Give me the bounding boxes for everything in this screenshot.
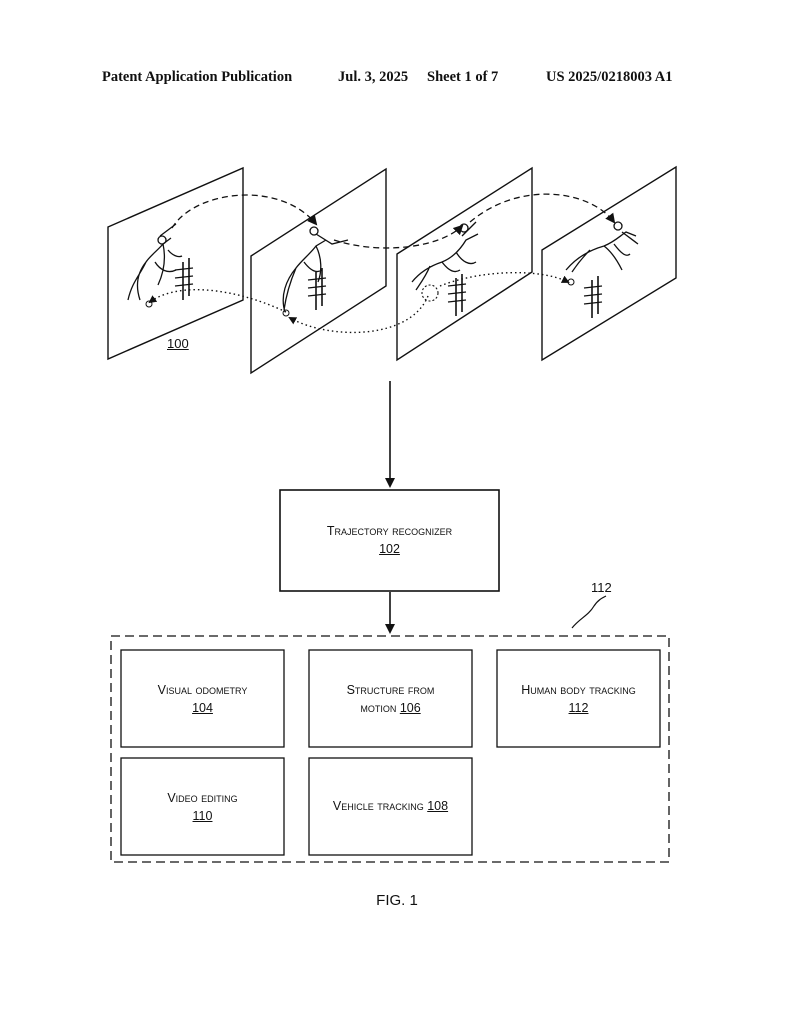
structure-from-motion-title-line2: motion [360,701,397,715]
hoof-trajectory-arc-2 [288,295,429,334]
video-editing-ref: 110 [192,809,213,823]
trajectory-recognizer-ref: 102 [379,542,400,556]
horse-jump-figure-3 [411,221,479,291]
applications-reference: 112 [591,580,612,595]
human-body-tracking-box [496,649,661,748]
video-frame-2 [250,167,387,375]
leader-line-112 [571,595,607,629]
horse-jump-figure-4 [565,221,639,273]
figure-label: FIG. 1 [376,892,418,909]
visual-odometry-title: Visual odometry [157,683,248,697]
head-trajectory-arc-3 [469,193,616,224]
horse-jump-figure-2 [282,226,349,313]
sheet-number: Sheet 1 of 7 [427,69,499,85]
trajectory-recognizer-box [279,489,500,592]
head-trajectory-arc-1 [171,194,318,229]
vehicle-tracking-box [308,757,473,856]
video-editing-box [120,757,285,856]
structure-from-motion-ref: 106 [399,701,421,715]
visual-odometry-ref: 104 [192,701,213,715]
human-body-tracking-label: Human body tracking 112 [497,681,660,717]
visual-odometry-box [120,649,285,748]
video-editing-label: Video editing 110 [121,789,284,825]
human-body-tracking-ref: 112 [568,701,589,715]
human-body-tracking-title: Human body tracking [521,683,636,697]
trajectory-recognizer-label: Trajectory recognizer 102 [280,522,499,558]
publication-date: Jul. 3, 2025 [338,69,409,85]
publication-label: Patent Application Publication [102,69,293,85]
video-frame-1 [107,166,244,361]
structure-from-motion-box [308,649,473,748]
vehicle-tracking-label: Vehicle tracking 108 [309,797,472,815]
structure-from-motion-label: Structure from motion 106 [309,681,472,717]
frames-reference: 100 [167,336,189,351]
visual-odometry-label: Visual odometry 104 [121,681,284,717]
structure-from-motion-title: Structure from [346,683,435,697]
hoof-trajectory-arc-3 [439,271,570,287]
trajectory-recognizer-title: Trajectory recognizer [326,524,453,538]
video-frame-3 [396,166,533,362]
vehicle-tracking-title: Vehicle tracking [332,799,424,813]
vehicle-tracking-ref: 108 [427,799,449,813]
head-trajectory-arc-2 [333,224,464,249]
patent-number: US 2025/0218003 A1 [546,69,673,85]
video-editing-title: Video editing [167,791,238,805]
video-frame-4 [541,165,677,362]
hoof-trajectory-arc-1 [148,288,287,313]
